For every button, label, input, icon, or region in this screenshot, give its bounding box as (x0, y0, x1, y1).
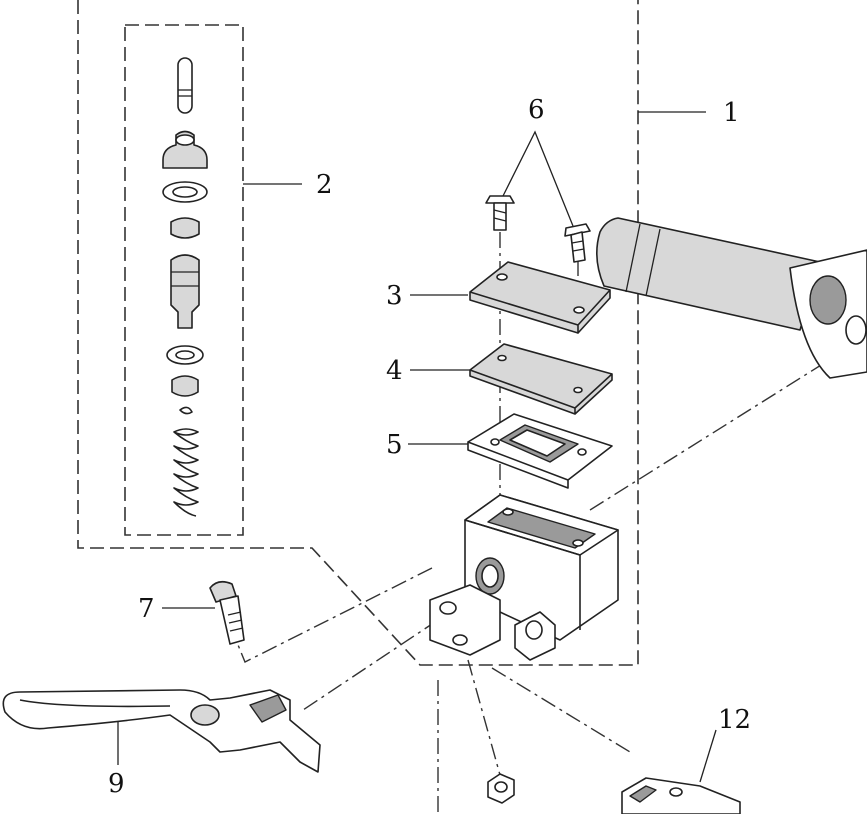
diaphragm-plate-4 (469, 343, 613, 415)
nut (487, 773, 515, 804)
secondary-cup (171, 375, 199, 397)
master-cylinder-body (429, 494, 619, 661)
piston-kit-parts (162, 57, 208, 517)
switch-12 (621, 777, 741, 814)
spring-seat (179, 406, 193, 415)
washer (170, 217, 200, 239)
callout-1: 1 (723, 98, 740, 128)
leader-12 (699, 729, 717, 783)
leader-6 (502, 130, 574, 227)
lever-bracket (429, 584, 501, 656)
push-rod (177, 57, 193, 114)
callout-12: 12 (718, 705, 751, 735)
callout-4: 4 (386, 356, 403, 386)
handlebar-grip (596, 217, 867, 379)
callout-2: 2 (316, 170, 333, 200)
callout-7: 7 (138, 594, 155, 624)
reservoir-cap-3 (469, 261, 611, 334)
screws-6 (485, 195, 591, 263)
piston-kit-boundary-2 (124, 24, 244, 536)
boot (162, 130, 208, 169)
callout-3: 3 (386, 281, 403, 311)
callout-9: 9 (108, 769, 125, 799)
callout-5: 5 (386, 430, 403, 460)
assembly-boundary-1 (77, 0, 639, 666)
pivot-bolt-7 (209, 580, 245, 645)
piston (170, 254, 200, 329)
gasket-5 (467, 413, 613, 489)
assembly-lines (235, 232, 846, 814)
callout-6: 6 (528, 95, 545, 125)
return-spring (173, 428, 199, 517)
brake-lever-9 (2, 689, 321, 773)
